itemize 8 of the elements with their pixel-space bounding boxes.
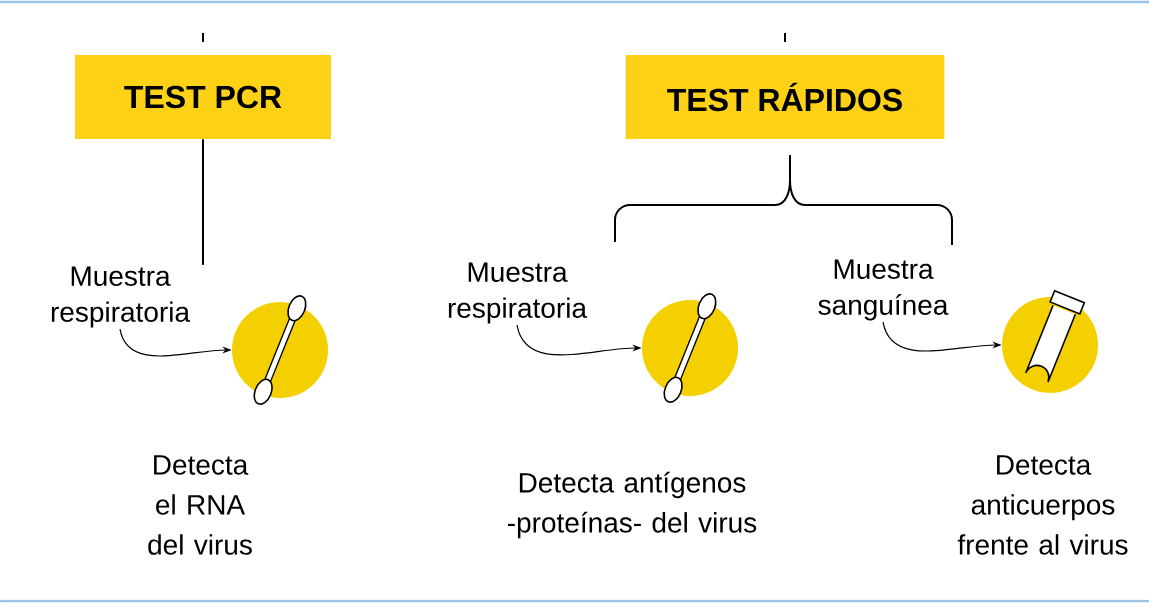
title-box: TEST RÁPIDOS bbox=[625, 55, 945, 139]
swab-drawing bbox=[642, 293, 738, 403]
sample-label: Muestra respiratoria bbox=[51, 266, 190, 328]
swab-drawing bbox=[232, 295, 328, 405]
sample-label: Muestra sanguínea bbox=[818, 259, 949, 321]
title-box: TEST PCR bbox=[75, 55, 331, 139]
sample-label: Muestra respiratoria bbox=[448, 262, 587, 324]
connector-line bbox=[202, 138, 204, 266]
